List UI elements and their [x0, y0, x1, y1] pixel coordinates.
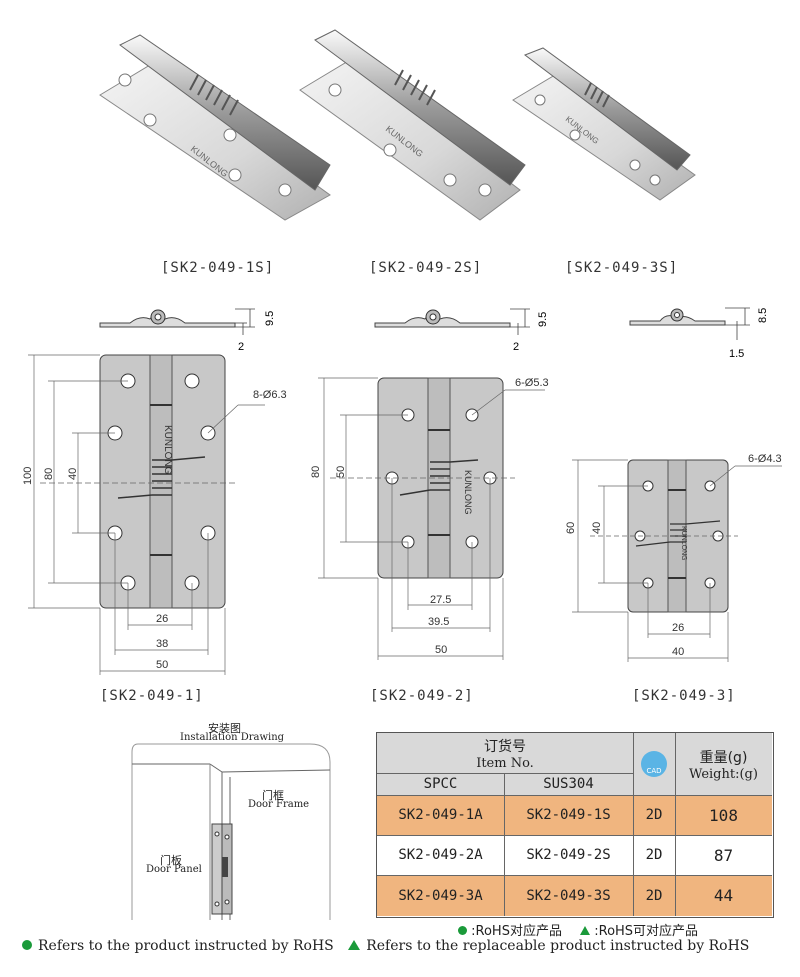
installation-drawing [131, 743, 331, 920]
product-photo-1s: KUNLONG [99, 34, 331, 221]
product-caption-1s: [SK2-049-1S] [161, 260, 275, 276]
door-frame-label-cn: 门框 [262, 789, 284, 802]
side-view-2: 9.5 2 [374, 308, 549, 353]
row2-spcc: SK2-049-2A [377, 835, 504, 875]
cad-label: CAD [646, 767, 662, 775]
spcc-header: SPCC [377, 773, 504, 795]
drawing-caption-2: [SK2-049-2] [370, 688, 474, 704]
rohs-en-a: Refers to the product instructed by RoHS [38, 938, 334, 954]
svg-text:6-Ø5.3: 6-Ø5.3 [515, 377, 549, 389]
svg-text:50: 50 [156, 659, 168, 671]
svg-text:50: 50 [435, 644, 447, 656]
product-photo-2s: KUNLONG [299, 29, 526, 221]
svg-text:KUNLONG: KUNLONG [162, 425, 173, 475]
door-panel-label-cn: 门板 [160, 854, 182, 867]
svg-text:60: 60 [565, 522, 577, 534]
door-panel-label-en: Door Panel [146, 864, 202, 875]
rohs-en-b: Refers to the replaceable product instru… [366, 938, 750, 954]
weight-en: Weight:(g) [689, 766, 758, 782]
row3-sus: SK2-049-3S [504, 875, 633, 916]
svg-text:9.5: 9.5 [537, 312, 549, 327]
svg-text:6-Ø4.3: 6-Ø4.3 [748, 453, 782, 465]
item-no-en: Item No. [476, 755, 534, 771]
svg-text:100: 100 [22, 467, 34, 485]
svg-text:2: 2 [513, 341, 519, 353]
drawing-sk2-049-1: KUNLONG 100 80 40 8-Ø6.3 26 38 50 [22, 354, 287, 675]
svg-text:40: 40 [672, 646, 684, 658]
svg-text:26: 26 [156, 613, 168, 625]
product-caption-3s: [SK2-049-3S] [565, 260, 679, 276]
weight-header: 重量(g) Weight:(g) [675, 733, 772, 795]
green-dot-icon [22, 940, 32, 950]
row1-sus: SK2-049-1S [504, 795, 633, 835]
row2-weight: 87 [675, 835, 772, 875]
item-no-cn: 订货号 [484, 738, 526, 755]
row3-weight: 44 [675, 875, 772, 916]
drawing-caption-1: [SK2-049-1] [100, 688, 204, 704]
rohs-en-legend: Refers to the product instructed by RoHS… [22, 938, 749, 954]
svg-text:40: 40 [591, 522, 603, 534]
svg-text:38: 38 [156, 638, 168, 650]
installation-title-en: Installation Drawing [180, 732, 285, 743]
green-triangle-icon [348, 940, 361, 950]
sus304-header: SUS304 [504, 773, 633, 795]
row1-spcc: SK2-049-1A [377, 795, 504, 835]
drawing-sk2-049-2: KUNLONG 80 50 6-Ø5.3 27.5 39.5 50 [310, 377, 549, 660]
item-no-header: 订货号 Item No. [377, 733, 633, 773]
svg-text:8.5: 8.5 [757, 308, 769, 323]
cad-header: CAD [633, 733, 675, 795]
weight-cn: 重量(g) [699, 749, 748, 766]
rohs-cn-legend: :RoHS对应产品 :RoHS可对应产品 [458, 920, 698, 939]
side-view-3: 8.5 1.5 [629, 307, 769, 360]
svg-text:80: 80 [43, 468, 55, 480]
svg-text:KUNLONG: KUNLONG [680, 526, 687, 561]
row1-cad[interactable]: 2D [633, 795, 675, 835]
green-dot-icon [458, 926, 467, 935]
row2-cad[interactable]: 2D [633, 835, 675, 875]
row3-spcc: SK2-049-3A [377, 875, 504, 916]
side-view-1: 9.5 2 [99, 308, 276, 353]
cad-icon: CAD [641, 751, 667, 777]
row3-cad[interactable]: 2D [633, 875, 675, 916]
svg-text:26: 26 [672, 622, 684, 634]
svg-text:50: 50 [335, 466, 347, 478]
rohs-cn-b: :RoHS可对应产品 [594, 924, 699, 939]
svg-text:2: 2 [238, 341, 244, 353]
product-caption-2s: [SK2-049-2S] [369, 260, 483, 276]
green-triangle-icon [580, 926, 591, 935]
svg-text:80: 80 [310, 466, 322, 478]
svg-text:1.5: 1.5 [729, 348, 744, 360]
order-table: 订货号 Item No. SPCC SUS304 CAD 重量(g) Weigh… [376, 732, 774, 918]
svg-text:9.5: 9.5 [264, 311, 276, 326]
installation-title-cn: 安装图 [208, 722, 241, 735]
svg-text:8-Ø6.3: 8-Ø6.3 [253, 389, 287, 401]
row2-sus: SK2-049-2S [504, 835, 633, 875]
product-photo-3s: KUNLONG [512, 47, 696, 201]
drawing-caption-3: [SK2-049-3] [632, 688, 736, 704]
row1-weight: 108 [675, 795, 772, 835]
drawing-sk2-049-3: KUNLONG 60 40 6-Ø4.3 26 40 [565, 453, 782, 662]
svg-text:40: 40 [67, 468, 79, 480]
svg-text:KUNLONG: KUNLONG [463, 470, 473, 515]
rohs-cn-a: :RoHS对应产品 [471, 924, 562, 939]
door-frame-label-en: Door Frame [248, 799, 310, 810]
svg-text:39.5: 39.5 [428, 616, 449, 628]
svg-text:27.5: 27.5 [430, 594, 451, 606]
